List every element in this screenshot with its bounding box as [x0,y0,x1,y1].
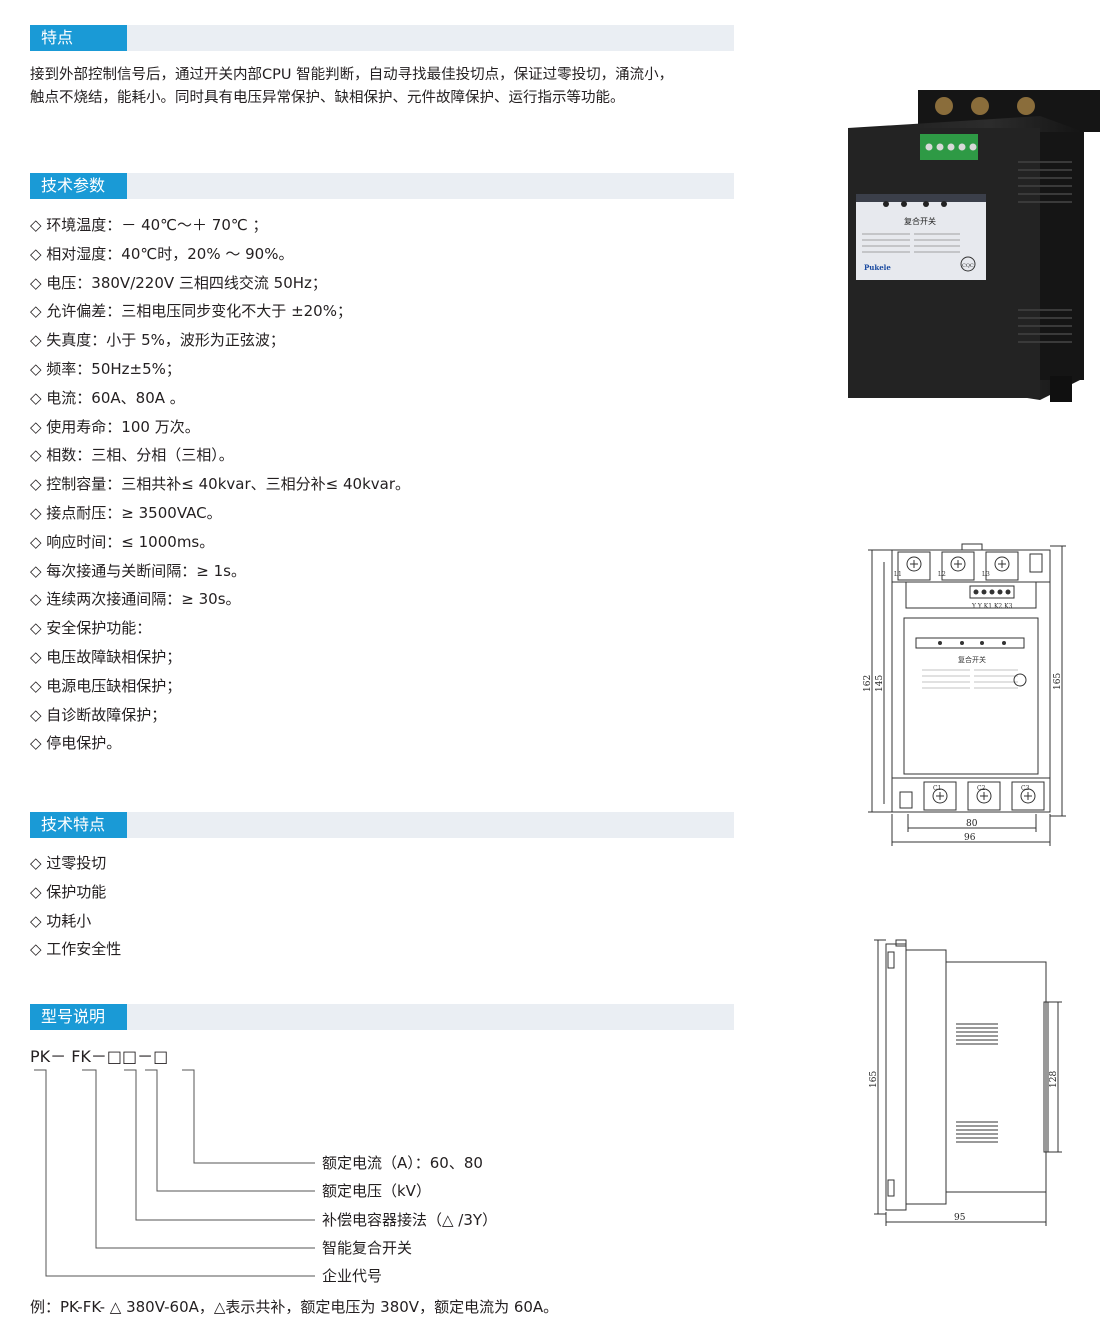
model-label-current: 额定电流（A）：60、80 [322,1154,483,1172]
param-item: ◇ 电压：380V/220V 三相四线交流 50Hz； [30,273,327,292]
screw-terminal-icon [971,97,989,115]
param-item: ◇ 频率：50Hz±5%； [30,359,181,378]
features-line-2: 触点不烧结，能耗小。同时具有电压异常保护、缺相保护、元件故障保护、运行指示等功能… [30,90,625,106]
side-dim-height-165: 165 [869,1071,879,1088]
control-pins-label: Y Y K1 K2 K3 [971,603,1013,610]
features-paragraph: 接到外部控制信号后，通过开关内部CPU 智能判断，自动寻找最佳投切点，保证过零投… [30,64,750,110]
param-item: ◇ 自诊断故障保护； [30,705,167,724]
param-item: ◇ 接点耐压：≥ 3500VAC。 [30,503,222,522]
model-label-voltage: 额定电压（kV） [322,1182,431,1200]
param-item: ◇ 失真度：小于 5%，波形为正弦波； [30,331,285,350]
param-item: ◇ 停电保护。 [30,734,122,753]
section-title-params: 技术参数 [30,173,127,199]
param-item: ◇ 电流：60A、80A 。 [30,388,185,407]
product-cert: CQC [962,263,974,269]
terminal-label-l3: L3 [982,571,990,578]
terminal-label-l2: L2 [938,571,946,578]
section-header-model: 型号说明 [30,1004,734,1030]
terminal-label-l1: L1 [894,571,902,578]
tech-feature-item: ◇ 过零投切 [30,854,107,872]
product-panel-title: 复合开关 [904,216,936,226]
section-title-features: 特点 [30,25,127,51]
params-list: ◇ 环境温度：－ 40℃～＋ 70℃ ； ◇ 相对湿度：40℃时，20% ～ 9… [30,211,410,758]
dim-height-162: 162 [863,675,873,692]
product-photo: 复合开关 Pukele CQC [848,90,1100,402]
param-item: ◇ 相对湿度：40℃时，20% ～ 90%。 [30,244,294,263]
product-brand-logo: Pukele [864,263,891,272]
side-dim-depth-95: 95 [954,1213,966,1223]
section-title-model: 型号说明 [30,1004,127,1030]
model-label-company: 企业代号 [322,1267,383,1285]
param-item: ◇ 每次接通与关断间隔：≥ 1s。 [30,561,246,580]
model-label-switch: 智能复合开关 [322,1239,413,1257]
features-line-1: 接到外部控制信号后，通过开关内部CPU 智能判断，自动寻找最佳投切点，保证过零投… [30,67,674,83]
dim-width-96: 96 [964,833,976,843]
model-example: 例：PK-FK- △ 380V-60A，△表示共补，额定电压为 380V，额定电… [30,1298,559,1316]
front-dimension-drawing: L1 L2 L3 C1 C2 C3 Y Y K1 K2 K3 复合开关 80 9… [863,543,1066,846]
tech-feature-item: ◇ 工作安全性 [30,940,122,959]
param-item: ◇ 电源电压缺相保护； [30,676,182,695]
dim-width-80: 80 [966,819,978,829]
cqc-cert-icon [960,256,976,272]
param-item: ◇ 环境温度：－ 40℃～＋ 70℃ ； [30,216,268,234]
section-title-tech: 技术特点 [30,812,127,838]
terminal-screw-icon [906,556,1036,804]
side-dimension-drawing: 165 128 95 [869,939,1062,1226]
param-item: ◇ 相数：三相、分相（三相）。 [30,446,234,465]
param-item: ◇ 响应时间：≤ 1000ms。 [30,532,215,551]
terminal-label-c3: C3 [1021,785,1030,792]
screw-terminal-icon [935,97,953,115]
param-item: ◇ 使用寿命：100 万次。 [30,417,200,436]
dim-height-165: 165 [1053,673,1063,690]
model-code: PK－ FK－□□－□ [30,1047,169,1066]
front-panel-title: 复合开关 [958,655,986,664]
section-header-features: 特点 [30,25,734,51]
model-tree-lines [34,1069,315,1277]
section-header-params: 技术参数 [30,173,734,199]
terminal-label-c1: C1 [933,785,941,792]
model-label-connection: 补偿电容器接法（△ /3Y） [322,1211,498,1229]
tech-feature-item: ◇ 保护功能 [30,882,107,901]
param-item: ◇ 允许偏差：三相电压同步变化不大于 ±20%； [30,302,352,321]
tech-feature-item: ◇ 功耗小 [30,911,92,930]
side-dim-height-128: 128 [1049,1071,1059,1088]
dim-height-145: 145 [875,675,885,692]
terminal-label-c2: C2 [977,785,986,792]
param-item: ◇ 连续两次接通间隔：≥ 30s。 [30,590,241,609]
tech-features-list: ◇ 过零投切 ◇ 保护功能 ◇ 功耗小 ◇ 工作安全性 [30,849,121,964]
cert-stamp-icon [1013,673,1027,687]
section-header-tech: 技术特点 [30,812,734,838]
param-item: ◇ 电压故障缺相保护； [30,647,182,666]
screw-terminal-icon [1017,97,1035,115]
param-item: ◇ 安全保护功能： [30,619,152,638]
param-item: ◇ 控制容量：三相共补≤ 40kvar、三相分补≤ 40kvar。 [30,475,410,494]
